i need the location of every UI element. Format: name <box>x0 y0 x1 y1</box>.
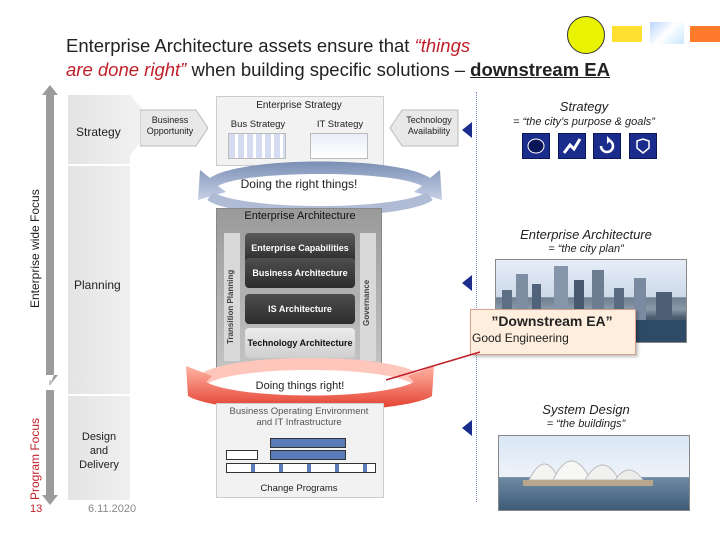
transition-planning-label: Transition Planning <box>226 269 235 344</box>
change-programs-label: Change Programs <box>260 483 338 494</box>
technology-availability-arrow <box>389 109 459 147</box>
marker-enterprise-architecture <box>462 275 472 291</box>
downstream-ea-heading: ”Downstream EA” <box>491 313 613 329</box>
ea-heading: Enterprise Architecture <box>520 227 652 242</box>
thumbnail-orange <box>690 26 720 42</box>
thumbnail-blue <box>650 22 684 44</box>
doing-things-right-label: Doing things right! <box>255 380 345 392</box>
marker-system-design <box>462 420 472 436</box>
downstream-ea-callout <box>470 309 636 355</box>
it-strategy-label: IT Strategy <box>316 119 364 130</box>
governance-label: Governance <box>362 279 371 326</box>
program-focus-label: Program Focus <box>28 417 42 500</box>
system-design-subtitle: = “the buildings” <box>546 418 626 430</box>
opera-house-photo <box>498 435 690 511</box>
cycle-icon <box>593 133 621 159</box>
thumbnail-yellow <box>612 26 642 42</box>
business-opportunity-arrow <box>140 109 209 147</box>
downstream-ea-subtitle: Good Engineering <box>472 331 569 345</box>
business-environment-label: Business Operating Environment and IT In… <box>229 406 369 428</box>
enterprise-focus-label: Enterprise wide Focus <box>28 189 42 308</box>
ea-subtitle: = “the city plan” <box>548 243 624 255</box>
callout-pointer <box>385 351 481 381</box>
system-design-heading: System Design <box>542 402 630 417</box>
strategy-subtitle: = “the city’s purpose & goals” <box>513 116 655 128</box>
design-delivery-label: Design and Delivery <box>79 431 119 471</box>
process-chevron <box>68 95 156 500</box>
transition-planning-bar <box>224 233 240 361</box>
globe-icon <box>522 133 550 159</box>
growth-arrow-icon <box>558 133 586 159</box>
strategy-heading: Strategy <box>559 99 609 114</box>
slide-date: 6.11.2020 <box>88 503 137 515</box>
business-opportunity-label: Business Opportunity <box>146 115 194 136</box>
focus-arrows <box>42 85 58 505</box>
target-icon <box>629 133 657 159</box>
it-strategy-document <box>310 133 368 159</box>
governance-bar <box>360 233 376 361</box>
slide-title: Enterprise Architecture assets ensure th… <box>66 35 610 80</box>
right-separator <box>476 92 477 502</box>
doing-right-things-label: Doing the right things! <box>240 177 358 191</box>
bus-strategy-document <box>228 133 286 159</box>
page-number: 13 <box>30 503 43 515</box>
layer-business-architecture: Business Architecture <box>245 258 355 288</box>
layer-technology-architecture: Technology Architecture <box>245 328 355 358</box>
program-blocks <box>226 438 376 473</box>
planning-label: Planning <box>74 278 121 292</box>
enterprise-architecture-label: Enterprise Architecture <box>244 210 356 222</box>
bus-strategy-label: Bus Strategy <box>230 119 286 130</box>
enterprise-strategy-label: Enterprise Strategy <box>256 100 342 111</box>
marker-strategy <box>462 122 472 138</box>
thumbnail-introduction <box>567 16 605 54</box>
layer-is-architecture: IS Architecture <box>245 294 355 324</box>
technology-availability-label: Technology Availability <box>406 115 452 136</box>
strategy-label: Strategy <box>76 125 121 139</box>
